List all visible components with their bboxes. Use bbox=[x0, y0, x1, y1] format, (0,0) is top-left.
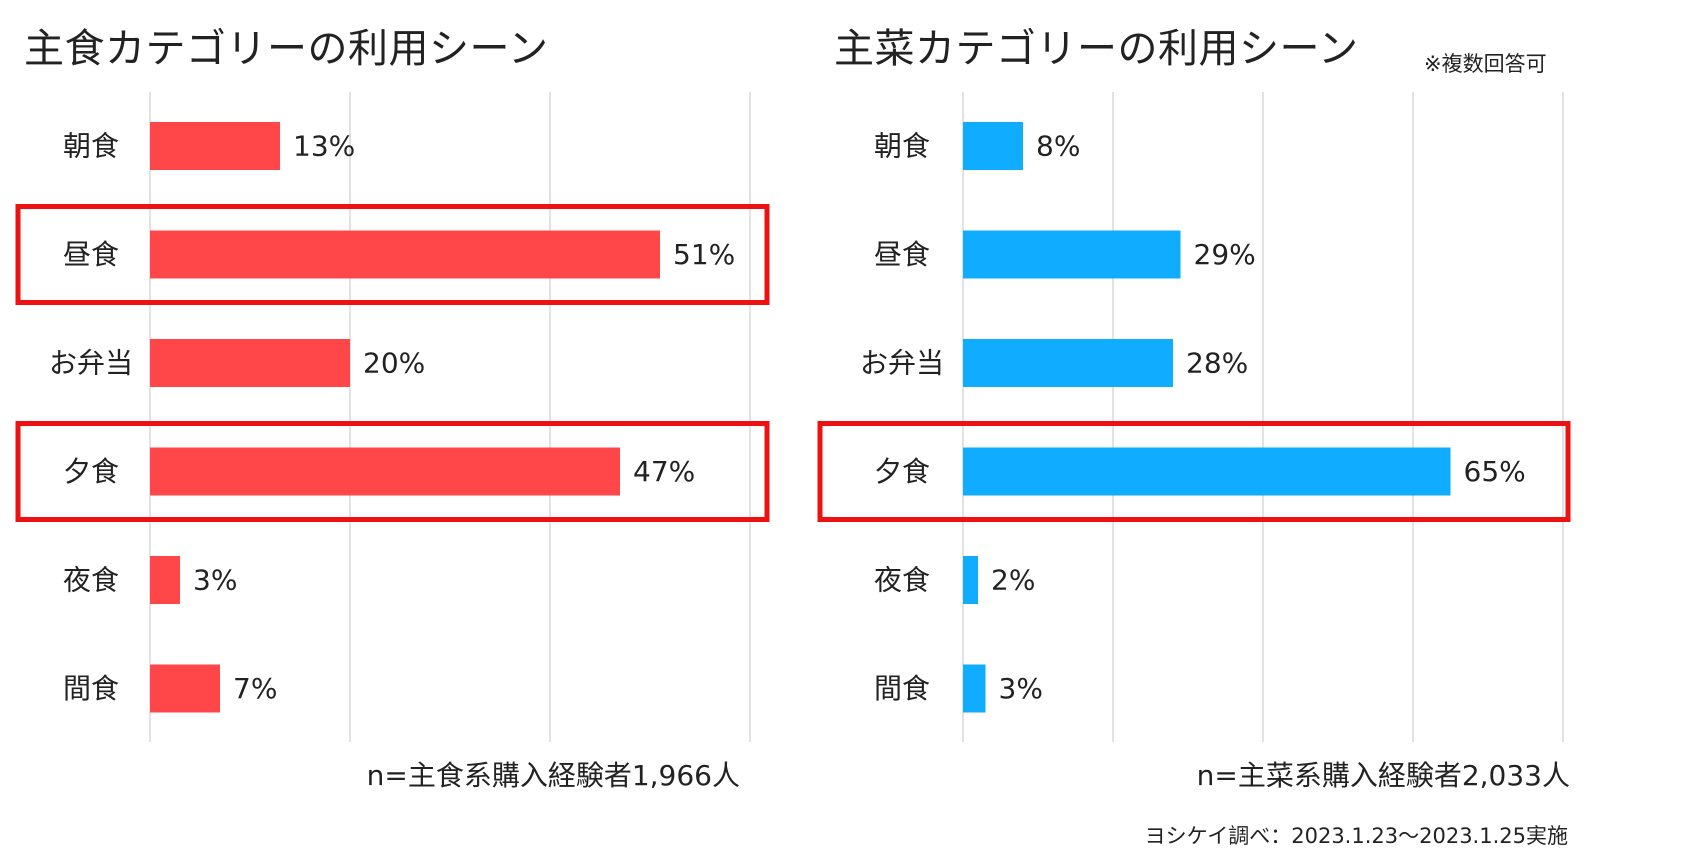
value-label: 3% bbox=[193, 564, 237, 597]
category-label: 朝食 bbox=[874, 130, 930, 163]
survey-source-note: ヨシケイ調べ：2023.1.23～2023.1.25実施 bbox=[1144, 824, 1568, 848]
right-sample-size-note: n=主菜系購入経験者2,033人 bbox=[1196, 759, 1570, 792]
bar bbox=[963, 447, 1451, 496]
value-label: 8% bbox=[1036, 130, 1080, 163]
value-label: 13% bbox=[293, 130, 355, 163]
bar bbox=[150, 122, 280, 170]
category-label: 昼食 bbox=[874, 238, 930, 271]
category-label: 間食 bbox=[63, 672, 119, 705]
bar bbox=[150, 230, 660, 279]
bar bbox=[963, 339, 1173, 387]
bar bbox=[150, 339, 350, 387]
right-chart-title: 主菜カテゴリーの利用シーン bbox=[834, 26, 1359, 72]
bar bbox=[150, 556, 180, 604]
value-label: 20% bbox=[363, 347, 425, 380]
bar bbox=[963, 664, 986, 713]
value-label: 51% bbox=[673, 238, 735, 271]
left-bar-chart: 朝食 13% 昼食 51% お弁当 20% 夕食 47% 夜食 3% 間食 7% bbox=[15, 92, 770, 742]
highlight-frame bbox=[817, 421, 1571, 522]
category-label: 昼食 bbox=[63, 238, 119, 271]
category-label: 間食 bbox=[874, 672, 930, 705]
value-label: 3% bbox=[999, 672, 1043, 705]
category-label: 夜食 bbox=[874, 564, 930, 597]
value-label: 65% bbox=[1464, 455, 1526, 488]
left-chart-title: 主食カテゴリーの利用シーン bbox=[24, 26, 549, 72]
multiple-answers-note: ※複数回答可 bbox=[1424, 52, 1547, 76]
bar bbox=[150, 664, 220, 713]
value-label: 2% bbox=[991, 564, 1035, 597]
highlight-frame bbox=[15, 421, 770, 522]
value-label: 28% bbox=[1186, 347, 1248, 380]
value-label: 47% bbox=[633, 455, 695, 488]
right-bar-chart: 朝食 8% 昼食 29% お弁当 28% 夕食 65% 夜食 2% 間食 3% bbox=[817, 92, 1571, 742]
category-label: 朝食 bbox=[63, 130, 119, 163]
category-label: お弁当 bbox=[49, 347, 133, 380]
bar bbox=[963, 230, 1181, 279]
value-label: 29% bbox=[1194, 238, 1256, 271]
category-label: 夕食 bbox=[63, 455, 119, 488]
bar bbox=[963, 556, 978, 604]
bar bbox=[963, 122, 1023, 170]
category-label: 夕食 bbox=[874, 455, 930, 488]
highlight-frame bbox=[15, 204, 770, 305]
value-label: 7% bbox=[233, 672, 277, 705]
bar bbox=[150, 447, 620, 496]
category-label: お弁当 bbox=[860, 347, 944, 380]
category-label: 夜食 bbox=[63, 564, 119, 597]
left-sample-size-note: n=主食系購入経験者1,966人 bbox=[366, 759, 740, 792]
